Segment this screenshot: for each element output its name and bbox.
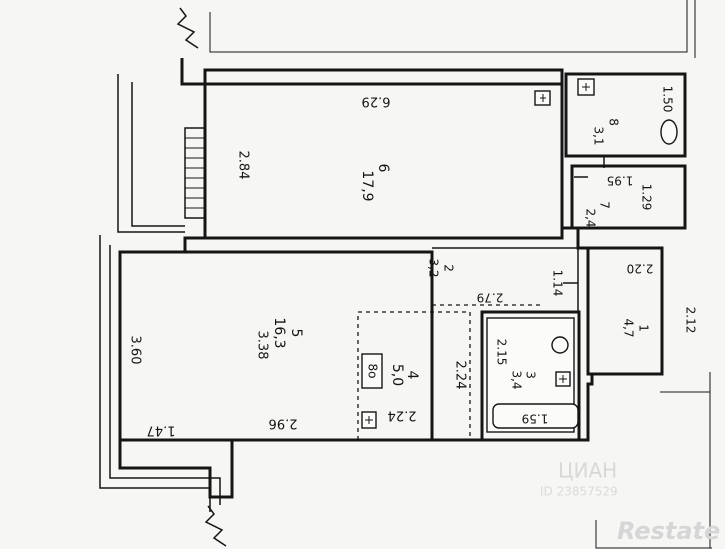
room-2 xyxy=(432,247,579,312)
outer-walls xyxy=(99,0,712,549)
room-6-area: 17,9 xyxy=(359,170,375,201)
balcony-outline-1 xyxy=(109,245,221,505)
cian-watermark: ЦИАН xyxy=(558,459,617,483)
dim-room1-right: 2.12 xyxy=(684,307,698,334)
toilet-icon xyxy=(660,119,678,145)
radiator-3-cross xyxy=(559,375,567,383)
right-frame-bottom-2 xyxy=(595,520,712,549)
dim-room7-right: 1.29 xyxy=(640,184,654,211)
balcony-top-line-2 xyxy=(131,82,185,227)
dim-room6-left: 2.84 xyxy=(236,151,251,180)
dim-room3-left: 2.15 xyxy=(495,339,509,366)
room-labels: 6 17,9 5 16,3 4 5,0 2 3,2 3 3,4 1 4,7 7 … xyxy=(271,118,651,389)
room-7-number: 7 xyxy=(598,201,612,209)
room-2-number: 2 xyxy=(442,264,456,272)
dim-room4-right: 2.24 xyxy=(453,361,468,390)
kitchen-zone-dash xyxy=(357,311,471,440)
dim-room8-right: 1.50 xyxy=(661,86,675,113)
room-3 xyxy=(480,310,581,442)
sink-icon xyxy=(551,336,569,354)
room-3-area: 3,4 xyxy=(510,370,524,389)
right-frame-top xyxy=(209,0,688,53)
room-4 xyxy=(357,311,471,440)
corridor-lines xyxy=(432,247,579,312)
dim-balcony-left: 3.60 xyxy=(128,336,143,365)
door-frame-6 xyxy=(184,127,206,219)
dim-room2-top: 2.79 xyxy=(477,291,504,305)
room-4-area: 5,0 xyxy=(389,364,405,386)
dim-room6-top: 6.29 xyxy=(362,94,391,109)
dim-room5-bottom: 2.96 xyxy=(269,416,298,431)
room-5-number: 5 xyxy=(288,329,304,338)
dim-room2-right: 1.14 xyxy=(551,270,565,297)
room-1-walls xyxy=(586,246,664,376)
radiator-6-cross xyxy=(540,94,546,102)
room-7-walls xyxy=(570,164,687,230)
room-5 xyxy=(118,250,434,442)
watermarks: ЦИАН ID 23857529 Restate xyxy=(540,459,720,546)
balcony-outline-2 xyxy=(99,235,211,512)
break-lines xyxy=(176,7,227,547)
room-1 xyxy=(586,246,664,376)
dim-room3-bottom: 1.59 xyxy=(522,412,549,426)
balcony-top-line xyxy=(117,74,185,233)
door-ladder-6 xyxy=(185,137,205,209)
room-3-walls xyxy=(480,310,581,442)
room-7-area: 2,4 xyxy=(584,208,598,227)
stove-label: 8о xyxy=(366,364,380,379)
room-1-number: 1 xyxy=(637,324,651,332)
radiator-8-cross xyxy=(582,83,590,91)
radiator-4-cross xyxy=(365,416,373,424)
dim-room7-top: 1.95 xyxy=(607,174,634,188)
room-4-number: 4 xyxy=(404,371,420,380)
listing-id-watermark: ID 23857529 xyxy=(540,485,618,499)
dim-room5-left: 3.38 xyxy=(255,331,270,360)
room-1-area: 4,7 xyxy=(622,318,636,337)
room-6 xyxy=(184,82,564,240)
apartment-outline xyxy=(118,58,664,499)
room-7 xyxy=(570,164,687,230)
restate-watermark: Restate xyxy=(617,517,720,545)
room-2-area: 3,2 xyxy=(427,258,441,277)
room-8-number: 8 xyxy=(607,118,621,126)
room-5-area: 16,3 xyxy=(271,317,287,348)
room-8-walls xyxy=(564,72,687,158)
dim-room4-bottom: 2.24 xyxy=(388,408,417,423)
room-6-number: 6 xyxy=(375,164,391,173)
dimension-labels: 6.29 2.84 3.38 2.96 3.60 1.47 2.24 2.24 … xyxy=(128,86,698,438)
room-3-number: 3 xyxy=(524,371,538,379)
dim-room1-top: 2.20 xyxy=(627,262,654,276)
dim-balcony-bottom: 1.47 xyxy=(147,423,176,438)
break-line-bottom xyxy=(204,505,227,547)
stove-icon xyxy=(361,353,383,389)
break-line-top xyxy=(176,7,199,49)
room-8 xyxy=(564,72,687,168)
room-8-area: 3,1 xyxy=(592,126,606,145)
bathtub-icon xyxy=(492,403,579,429)
